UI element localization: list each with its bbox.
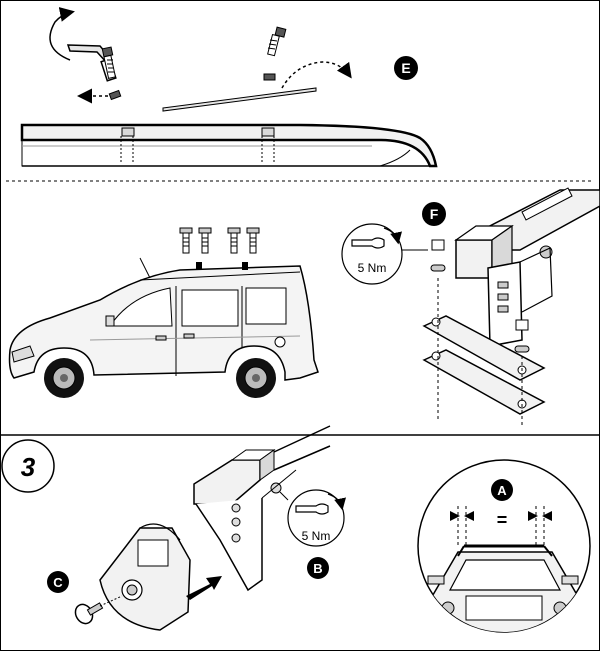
side-window (181, 289, 239, 327)
roof-rail-panel: E (20, 7, 438, 168)
bolt-icon (101, 46, 117, 79)
clamp-part (99, 523, 191, 631)
svg-text:B: B (313, 561, 322, 576)
svg-text:5 Nm: 5 Nm (358, 261, 387, 275)
rear-wheel (236, 358, 276, 398)
svg-text:5 Nm: 5 Nm (302, 529, 331, 543)
svg-text:C: C (53, 575, 63, 590)
torque-wrench-icon (295, 503, 329, 515)
badge-a: A (491, 479, 513, 501)
svg-text:E: E (401, 60, 410, 76)
nut-icon (108, 89, 122, 101)
rotate-arrow-icon (49, 7, 75, 61)
knob-icon (74, 602, 104, 625)
rotate-arrow-icon (327, 493, 346, 511)
step-3-panel: 3 (1, 425, 591, 633)
badge-c: C (47, 571, 69, 593)
front-window (109, 287, 173, 327)
torque-callout: 5 Nm (287, 489, 346, 547)
vehicle-panel: 5 Nm F (8, 187, 600, 426)
torque-callout: 5 Nm (341, 223, 403, 285)
bar-bracket (193, 425, 331, 592)
dotted-arrow-icon (281, 61, 352, 89)
badge-f: F (422, 202, 446, 226)
rail-strip (162, 87, 317, 112)
nut-icon (263, 73, 276, 81)
svg-text:A: A (497, 483, 507, 498)
badge-b: B (307, 557, 329, 579)
badge-e: E (394, 56, 418, 80)
torque-wrench-icon (351, 237, 385, 249)
bolt-set-icon (179, 227, 260, 254)
rear-window (245, 287, 287, 325)
svg-text:=: = (497, 510, 508, 530)
rail-slot (261, 127, 275, 137)
svg-text:F: F (430, 206, 439, 222)
roof-panel (21, 140, 411, 167)
step-number: 3 (1, 439, 55, 493)
bar-end-cap (455, 239, 493, 279)
bolt-icon (267, 26, 287, 57)
rail-slot (121, 127, 135, 137)
direction-arrow-icon (186, 576, 222, 600)
rotate-arrow-icon (383, 227, 402, 245)
svg-text:3: 3 (21, 452, 36, 482)
front-wheel (44, 358, 84, 398)
roof-bar-foot (422, 187, 600, 426)
